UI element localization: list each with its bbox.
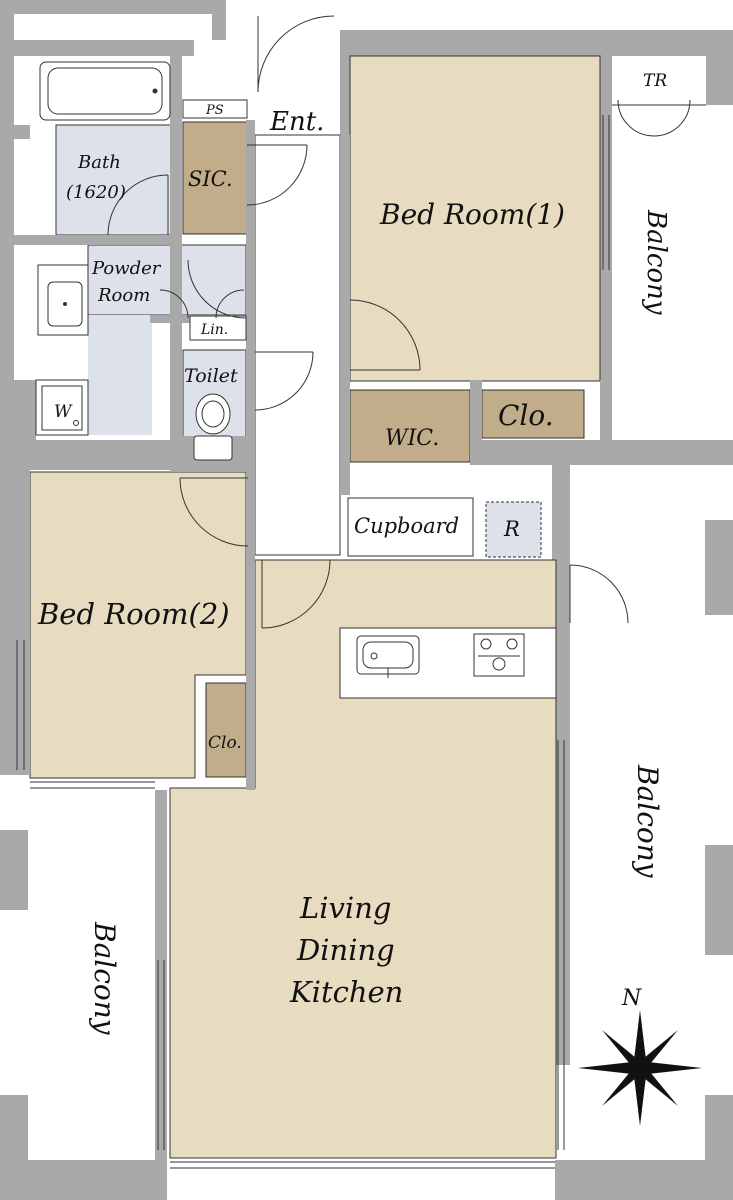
stove-icon xyxy=(473,633,525,677)
label-ps: PS xyxy=(205,103,224,118)
ps-box xyxy=(182,99,248,119)
label-compass-n: N xyxy=(621,986,642,1011)
washbasin-icon xyxy=(37,264,89,336)
label-balcony-ne: Balcony xyxy=(641,209,671,315)
label-washer: W xyxy=(54,402,73,422)
label-balcony-west: Balcony xyxy=(88,921,121,1036)
hallway-floor xyxy=(254,134,341,556)
fridge-box xyxy=(485,501,542,558)
label-cupboard: Cupboard xyxy=(354,514,459,538)
windows xyxy=(16,104,706,1169)
label-bath-size: (1620) xyxy=(66,182,126,203)
powder-floor-lower xyxy=(88,315,152,435)
room-labels: TR PS Ent. Bath (1620) SIC. Bed Room(1) … xyxy=(37,71,671,1036)
label-tr: TR xyxy=(643,71,667,91)
clo1-floor xyxy=(481,389,585,439)
label-balcony-east: Balcony xyxy=(631,764,664,879)
wic-floor xyxy=(349,389,471,463)
label-sic: SIC. xyxy=(188,167,233,191)
label-bath: Bath xyxy=(77,152,121,173)
label-entrance: Ent. xyxy=(269,107,324,137)
label-ldk-1: Living xyxy=(299,891,391,925)
clo2-floor xyxy=(205,682,247,778)
label-bedroom2: Bed Room(2) xyxy=(37,597,230,631)
label-wic: WIC. xyxy=(385,426,439,451)
label-powder-2: Room xyxy=(97,285,150,306)
label-bedroom1: Bed Room(1) xyxy=(379,198,565,231)
sink-icon xyxy=(356,635,420,678)
bedroom1-floor xyxy=(349,55,601,382)
linen-box xyxy=(189,315,247,341)
bath-floor xyxy=(55,124,173,236)
door-swings xyxy=(107,15,691,629)
washing-machine-icon xyxy=(35,379,89,436)
compass-rose-icon xyxy=(578,1010,702,1126)
toilet-bowl-icon xyxy=(193,393,233,461)
label-toilet: Toilet xyxy=(184,365,238,387)
label-linen: Lin. xyxy=(200,322,228,338)
cupboard-box xyxy=(347,497,474,557)
label-ldk-2: Dining xyxy=(296,933,395,967)
label-ldk-3: Kitchen xyxy=(289,975,403,1009)
label-clo1: Clo. xyxy=(498,399,554,432)
label-powder-1: Powder xyxy=(91,258,162,279)
label-clo2: Clo. xyxy=(208,733,242,753)
sic-floor xyxy=(182,121,248,235)
label-fridge: R xyxy=(503,517,520,541)
bathtub-icon xyxy=(39,61,171,121)
